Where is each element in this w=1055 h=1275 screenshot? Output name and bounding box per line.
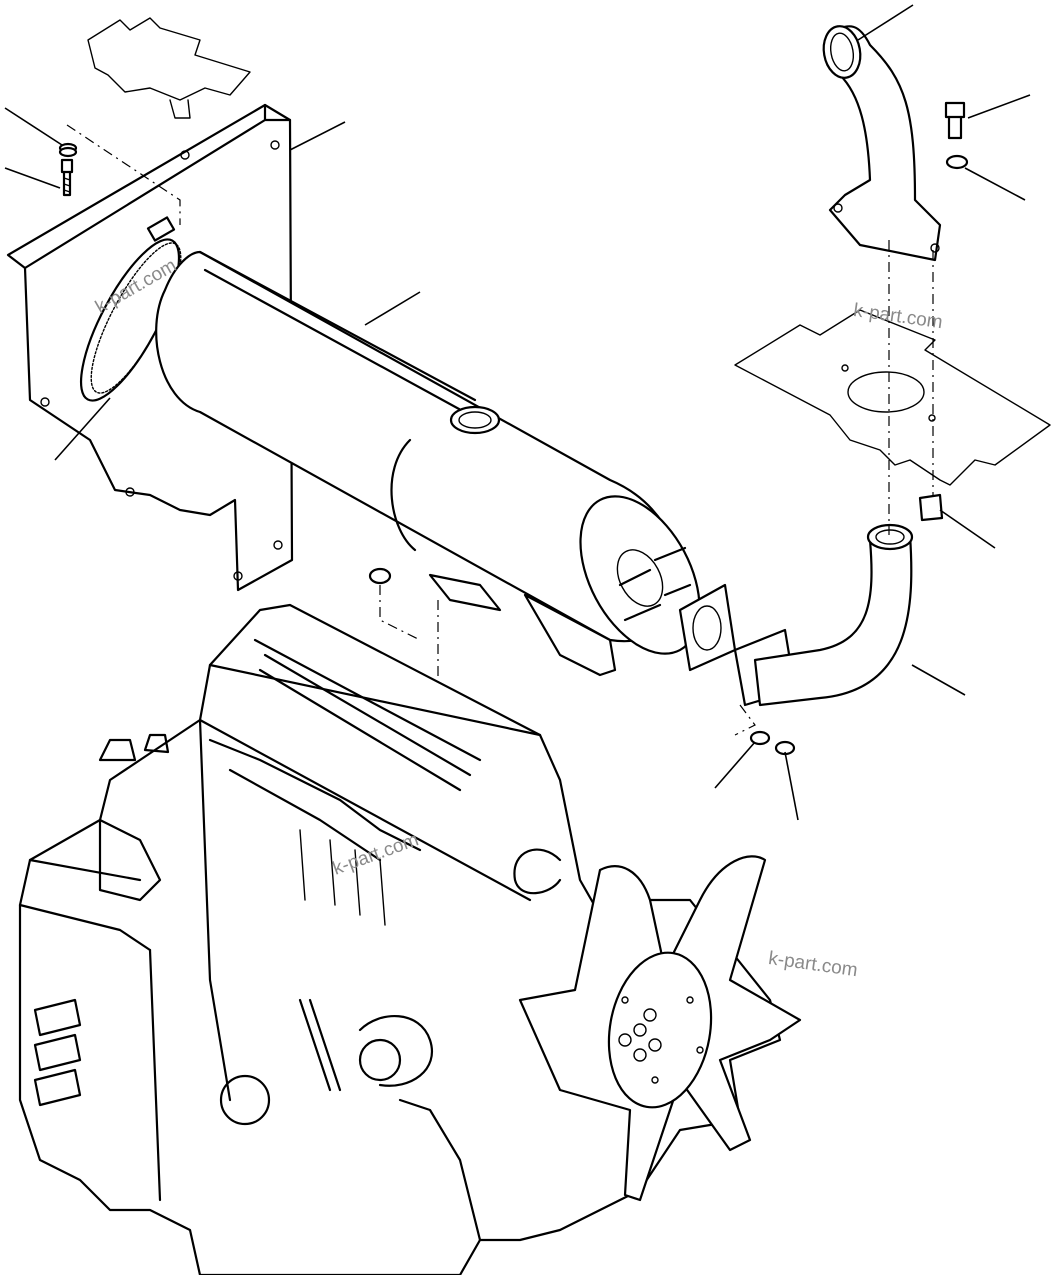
flange-nut-left[interactable]: [749, 730, 771, 746]
muffler-clamp-band[interactable]: [63, 216, 197, 412]
muffler-mount-foot[interactable]: [428, 573, 617, 677]
floor-panel-fragment-right: [734, 309, 1051, 486]
floor-panel-fragment-left: [87, 17, 251, 119]
callout-leader-lines: [4, 4, 1031, 821]
muffler-bracket-plate[interactable]: [6, 103, 294, 592]
bolt-right-upper[interactable]: [944, 101, 966, 140]
muffler[interactable]: [155, 250, 724, 674]
exhaust-tail-pipe[interactable]: [820, 23, 942, 262]
cooling-fan[interactable]: [518, 855, 802, 1202]
muffler-mount-nut[interactable]: [368, 567, 392, 585]
bolt-left-lower[interactable]: [60, 158, 74, 197]
washer-right-upper[interactable]: [945, 154, 969, 170]
nut-right-lower[interactable]: [918, 493, 944, 522]
alignment-lines: [66, 124, 934, 736]
exhaust-pipe-lower[interactable]: [733, 523, 914, 707]
engine-assembly: [18, 603, 782, 1275]
bolt-left-upper[interactable]: [58, 142, 78, 158]
exhaust-gasket[interactable]: [678, 583, 737, 672]
